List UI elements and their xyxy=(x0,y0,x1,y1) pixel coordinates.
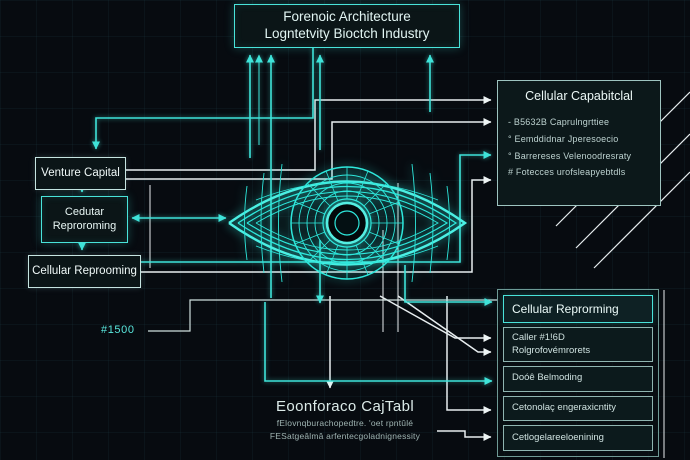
hash-1500-label: #1500 xyxy=(101,324,135,336)
cellular-reprooming-label: Cellular Reprooming xyxy=(32,265,137,278)
panel-item-line: Doóê Belmoding xyxy=(512,372,583,384)
panel-item-line: Cetonolaç engeraxicntity xyxy=(512,402,617,414)
bottom-caption-line-2: FESatgeâlmâ arfentecgoladnignessity xyxy=(269,431,421,441)
cedutar-reproroming-box: Cedutar Reproroming xyxy=(41,196,128,243)
cellular-reprooming-box: Cellular Reprooming xyxy=(28,255,141,288)
cedutar-line-1: Cedutar xyxy=(64,205,105,218)
cyan-connectors xyxy=(78,48,493,385)
capability-bullet: # Fotecces urofsleapyebtdls xyxy=(508,167,626,178)
panel-header-box: Cellular Reprorming xyxy=(503,295,653,324)
panel-item-line: Cetlogelareeloenining xyxy=(512,431,604,443)
capability-bullet: ° Barrereses Velenoodresraty xyxy=(508,150,632,161)
title-line-1: Forenoic Architecture xyxy=(283,9,411,25)
bottom-caption-line-1: fElovnqburachopedtre. 'oet rpntûlé xyxy=(276,418,414,428)
bottom-caption: Eoonforaco CajTabl fElovnqburachopedtre.… xyxy=(205,398,485,441)
right-bottom-panel: Cellular Reprorming Caller #1!6D Rolgrof… xyxy=(497,289,659,457)
panel-header-label: Cellular Reprorming xyxy=(512,302,619,317)
venture-capital-box: Venture Capital xyxy=(35,157,126,190)
capability-bullet: ° Eemddidnar Jperesoecio xyxy=(508,133,619,144)
cedutar-line-2: Reproroming xyxy=(52,219,117,232)
venture-capital-label: Venture Capital xyxy=(41,167,120,180)
panel-item-line: Rolgrofovémrorets xyxy=(512,344,591,356)
title-box: Forenoic Architecture Logntetvity Bioctc… xyxy=(234,4,460,48)
eye-wireframe-icon xyxy=(228,163,468,283)
panel-item-cetlogelar: Cetlogelareeloenining xyxy=(503,425,653,452)
panel-item-line: Caller #1!6D xyxy=(512,331,565,343)
bottom-caption-title: Eoonforaco CajTabl xyxy=(275,398,415,415)
panel-item-belmoding: Doóê Belmoding xyxy=(503,365,653,392)
capability-bullet: - B5632B Caprulngrttiee xyxy=(508,117,610,128)
cellular-capabilities-title: Cellular Capabitclal xyxy=(525,89,633,103)
panel-item-caller: Caller #1!6D Rolgrofovémrorets xyxy=(503,327,653,362)
cellular-capabilities-box: Cellular Capabitclal - B5632B Caprulngrt… xyxy=(497,80,661,206)
title-line-2: Logntetvity Bioctch Industry xyxy=(264,26,430,41)
panel-item-cetonolac: Cetonolaç engeraxicntity xyxy=(503,395,653,422)
